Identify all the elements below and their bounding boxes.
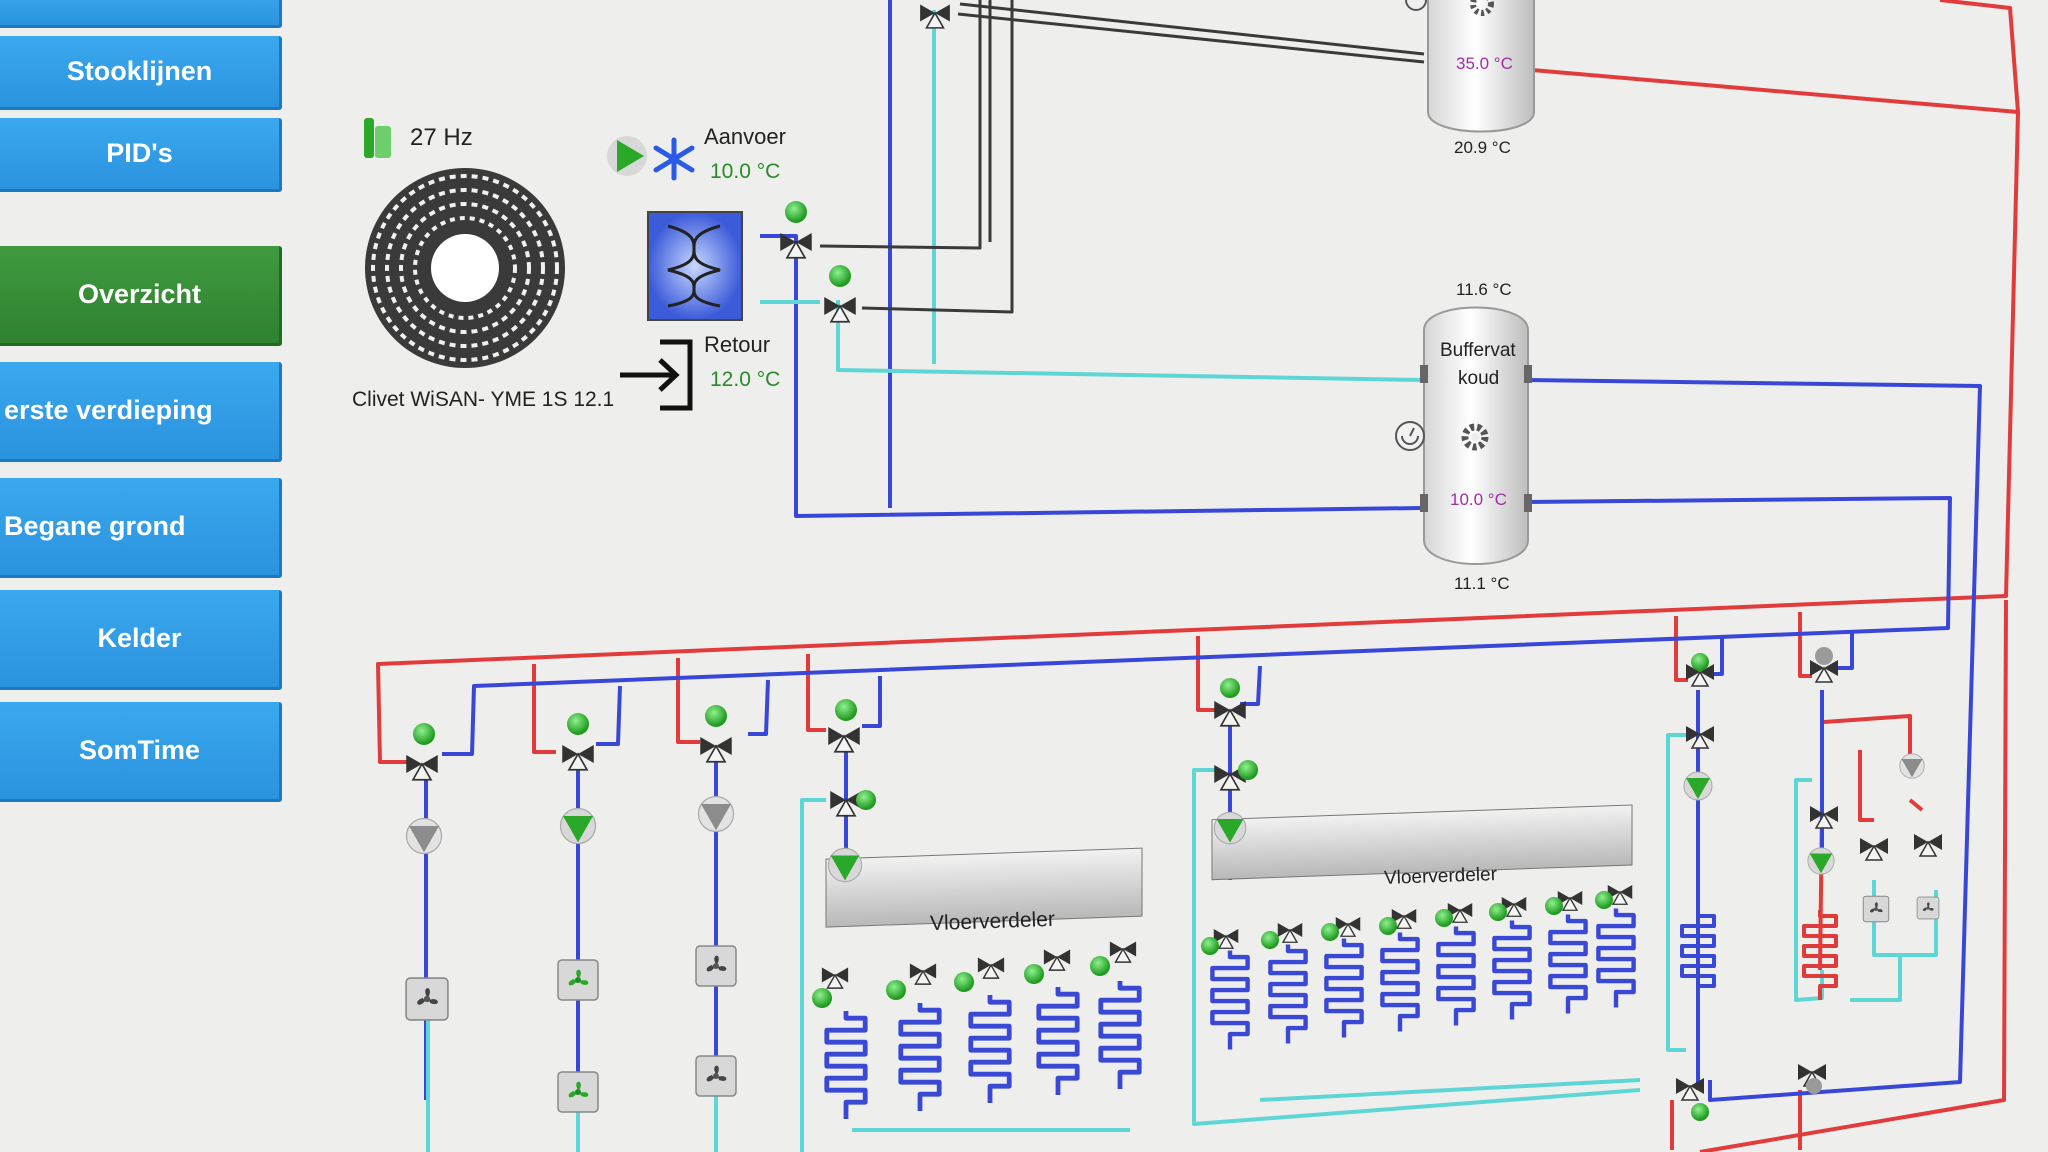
supply-temp-value: 10.0 °C xyxy=(710,160,781,183)
fan-icon xyxy=(365,168,565,368)
buffer-title-line2: koud xyxy=(1458,368,1500,389)
buffer-tank-cold xyxy=(1395,306,1532,565)
heatpump-unit xyxy=(364,118,743,411)
status-indicator-lights xyxy=(413,201,1833,1121)
snowflake-icon xyxy=(653,137,695,181)
thermometer-dial-icon xyxy=(1395,421,1425,451)
frequency-value: 27 Hz xyxy=(410,124,473,151)
pipes xyxy=(376,0,2020,1152)
buffer-bottom-temp: 11.1 °C xyxy=(1454,574,1510,593)
nav-stooklijnen-button[interactable]: Stooklijnen xyxy=(0,36,282,110)
buffer-mid-temp: 10.0 °C xyxy=(1450,490,1507,509)
top-tank xyxy=(1405,0,1535,133)
top-tank-bottom-temp: 20.9 °C xyxy=(1454,138,1511,157)
fan-coil-units xyxy=(405,895,1940,1113)
run-play-icon xyxy=(607,136,647,176)
nav-eerste-verdieping-button[interactable]: erste verdieping xyxy=(0,362,282,462)
buffer-top-temp: 11.6 °C xyxy=(1456,280,1512,299)
heatpump-model-label: Clivet WiSAN- YME 1S 12.1 xyxy=(352,388,615,411)
return-temp-value: 12.0 °C xyxy=(710,368,781,391)
floor-manifold-right xyxy=(1211,804,1633,881)
return-label: Retour xyxy=(704,332,771,357)
nav-somtime-button[interactable]: SomTime xyxy=(0,702,282,802)
nav-kelder-button[interactable]: Kelder xyxy=(0,590,282,690)
nav-begane-grond-button[interactable]: Begane grond xyxy=(0,478,282,578)
frequency-indicator-icon xyxy=(364,118,374,158)
gear-icon xyxy=(1461,423,1489,451)
buffer-title-line1: Buffervat xyxy=(1440,340,1516,361)
nav-overzicht-button[interactable]: Overzicht xyxy=(0,246,282,346)
nav-pids-button[interactable]: PID's xyxy=(0,118,282,192)
floor-manifold-left xyxy=(825,847,1143,928)
return-enter-icon xyxy=(620,339,693,411)
manifold-left-label: Vloerverdeler xyxy=(929,907,1056,936)
supply-label: Aanvoer xyxy=(704,124,786,149)
nav-top-partial[interactable] xyxy=(0,0,282,28)
top-tank-mid-temp: 35.0 °C xyxy=(1456,54,1513,73)
heat-exchanger-icon xyxy=(647,211,743,321)
manifold-right-label: Vloerverdeler xyxy=(1383,864,1498,889)
